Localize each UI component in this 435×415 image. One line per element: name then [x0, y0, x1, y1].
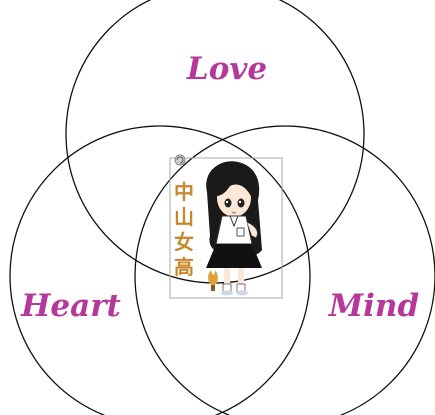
heart-label: Heart	[20, 288, 121, 324]
cjk-char-1: 中	[174, 180, 194, 204]
heart-circle	[10, 126, 310, 415]
left-leg	[224, 268, 230, 286]
love-label: Love	[186, 51, 267, 87]
cjk-char-2: 山	[174, 205, 194, 229]
flame-icon	[208, 270, 218, 291]
right-eye	[238, 199, 245, 208]
rotate-handle-icon	[175, 155, 185, 165]
right-leg	[238, 268, 244, 286]
blouse	[216, 216, 252, 244]
calligraphy-text: 中 山 女 高	[174, 180, 194, 279]
cjk-char-3: 女	[174, 230, 194, 254]
center-image: 中 山 女 高	[170, 155, 282, 298]
left-eye	[225, 199, 232, 208]
cjk-char-4: 高	[174, 255, 194, 279]
mind-label: Mind	[328, 288, 419, 324]
